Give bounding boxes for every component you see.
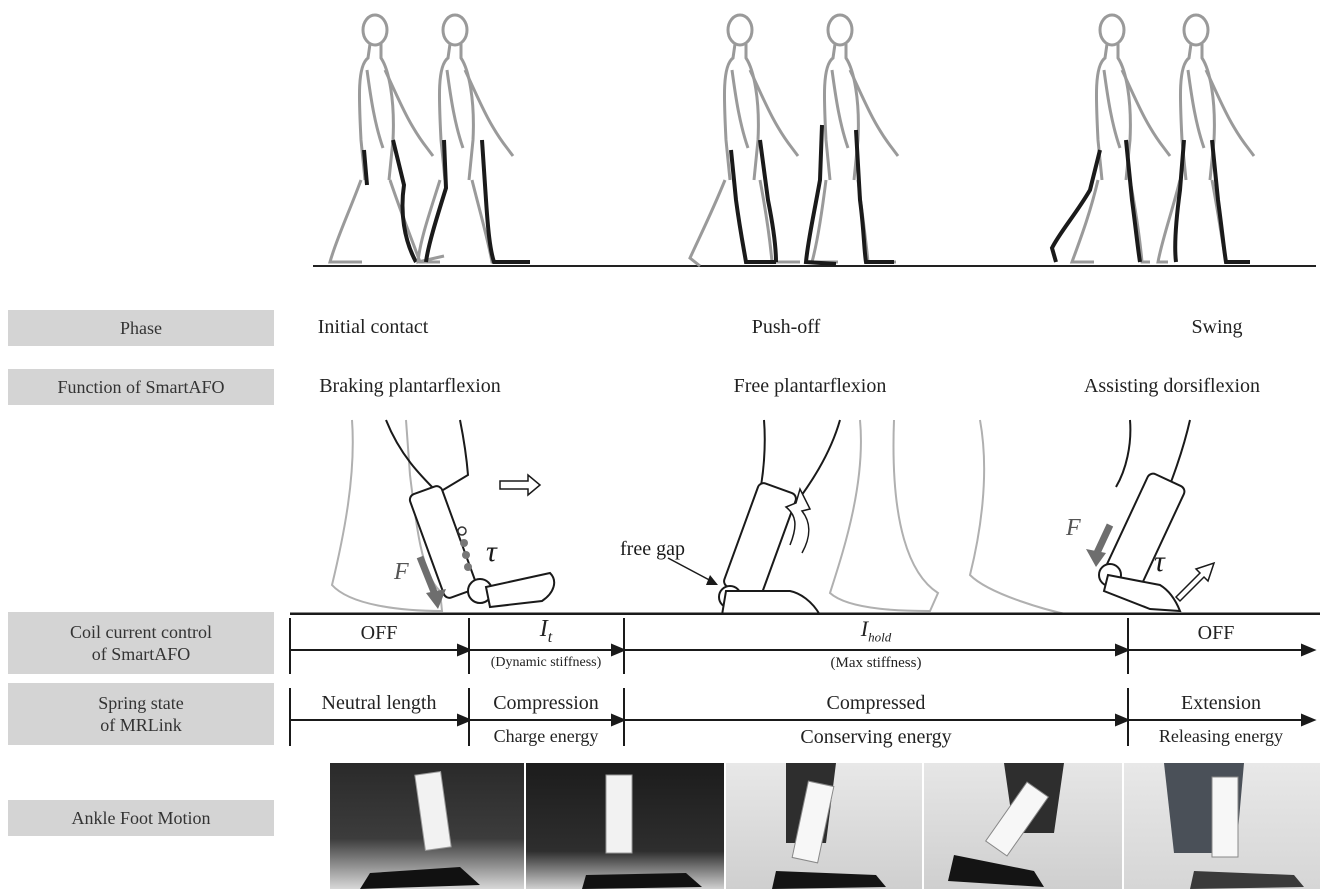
motion-photo-1 (330, 763, 524, 889)
spring-releasing: Releasing energy (1159, 726, 1283, 747)
row-label-motion-text: Ankle Foot Motion (71, 807, 210, 829)
motion-photo-4 (924, 763, 1122, 889)
coil-it-note: (Dynamic stiffness) (491, 655, 602, 671)
motion-photo-3 (726, 763, 922, 889)
afo-swing: F τ (1065, 420, 1214, 611)
spring-compression: Compression (493, 692, 599, 715)
coil-it-sub: t (548, 629, 552, 646)
phase-push-off: Push-off (752, 316, 821, 339)
force-label-3: F (1065, 515, 1081, 541)
coil-ihold: Ihold (861, 616, 891, 645)
motion-photo-5 (1124, 763, 1320, 889)
row-label-function: Function of SmartAFO (8, 369, 274, 405)
phase-swing: Swing (1191, 316, 1242, 339)
coil-off-1: OFF (361, 622, 398, 645)
afo-push-off: free gap (620, 420, 840, 615)
torque-label-3: τ (1154, 545, 1166, 578)
walker-push-off-front (806, 15, 898, 264)
function-braking: Braking plantarflexion (319, 375, 501, 398)
free-gap-label: free gap (620, 538, 685, 560)
leg-outline-back-3 (970, 420, 1070, 615)
timeline-arrows (0, 612, 1320, 752)
coil-it-main: I (540, 616, 548, 642)
force-label-1: F (393, 559, 409, 585)
spring-charge: Charge energy (494, 726, 599, 747)
spring-neutral: Neutral length (322, 692, 437, 715)
afo-initial-contact: F τ (386, 420, 554, 609)
walker-swing-back (1052, 15, 1170, 262)
row-label-function-text: Function of SmartAFO (57, 376, 224, 398)
afo-illustrations: F τ free gap F τ (290, 415, 1320, 615)
leg-outline-back-2 (830, 420, 938, 611)
walker-swing-front (1158, 15, 1254, 262)
row-label-phase-text: Phase (120, 317, 162, 339)
coil-off-2: OFF (1198, 622, 1235, 645)
row-label-motion: Ankle Foot Motion (8, 800, 274, 836)
spring-compressed: Compressed (827, 692, 926, 715)
coil-ihold-sub: hold (868, 629, 891, 644)
torque-label-1: τ (486, 535, 498, 568)
walker-initial-contact-back (330, 15, 440, 262)
phase-initial-contact: Initial contact (318, 316, 429, 339)
function-assisting: Assisting dorsiflexion (1084, 375, 1260, 398)
walker-initial-contact-front (418, 15, 530, 262)
coil-ihold-note: (Max stiffness) (831, 655, 922, 672)
spring-conserving: Conserving energy (800, 726, 951, 749)
function-free: Free plantarflexion (734, 375, 887, 398)
gait-figures (0, 0, 1320, 275)
spring-extension: Extension (1181, 692, 1261, 715)
motion-photo-2 (526, 763, 724, 889)
row-label-phase: Phase (8, 310, 274, 346)
walker-push-off-back (690, 15, 800, 266)
coil-it: It (540, 616, 552, 647)
